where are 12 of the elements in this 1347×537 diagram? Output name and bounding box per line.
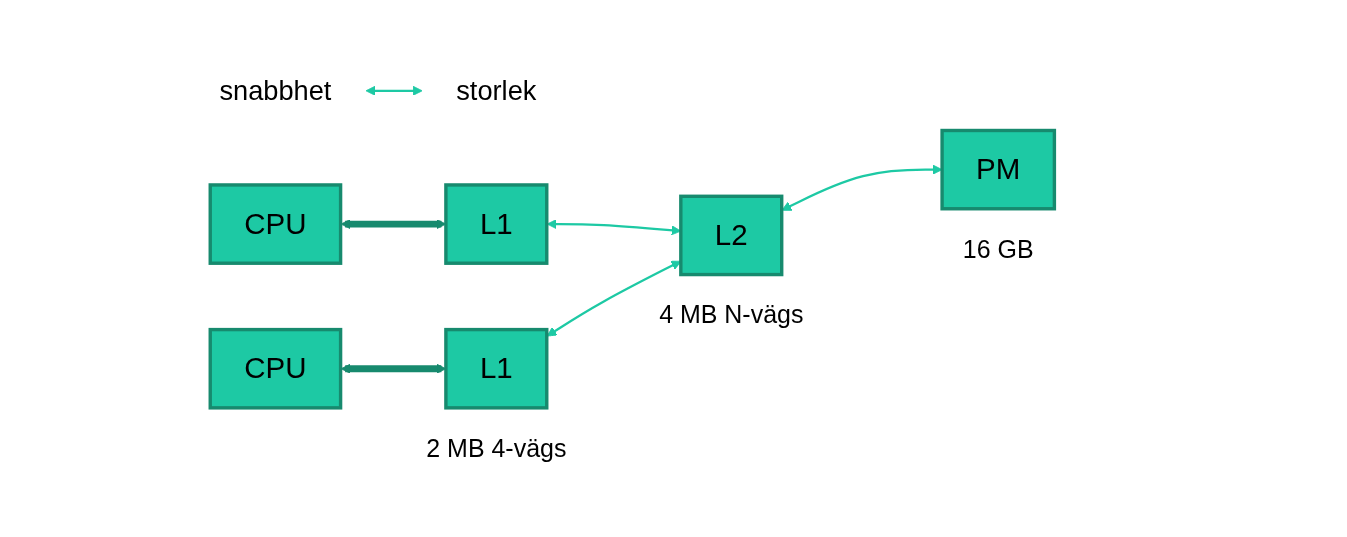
node-label: 2 MB 4-vägs (426, 433, 567, 463)
node-text: snabbhet (219, 74, 332, 106)
node-box: CPU (208, 327, 343, 410)
node-text: storlek (456, 74, 537, 106)
node-box: PM (940, 128, 1057, 211)
arrow (365, 85, 423, 96)
node-box: L1 (444, 183, 549, 265)
node-label: 4 MB N-vägs (659, 300, 804, 329)
node-box: CPU (208, 183, 343, 265)
node-box: L1 (444, 327, 549, 410)
node-label: 16 GB (963, 234, 1034, 264)
node-box: L2 (679, 194, 784, 277)
